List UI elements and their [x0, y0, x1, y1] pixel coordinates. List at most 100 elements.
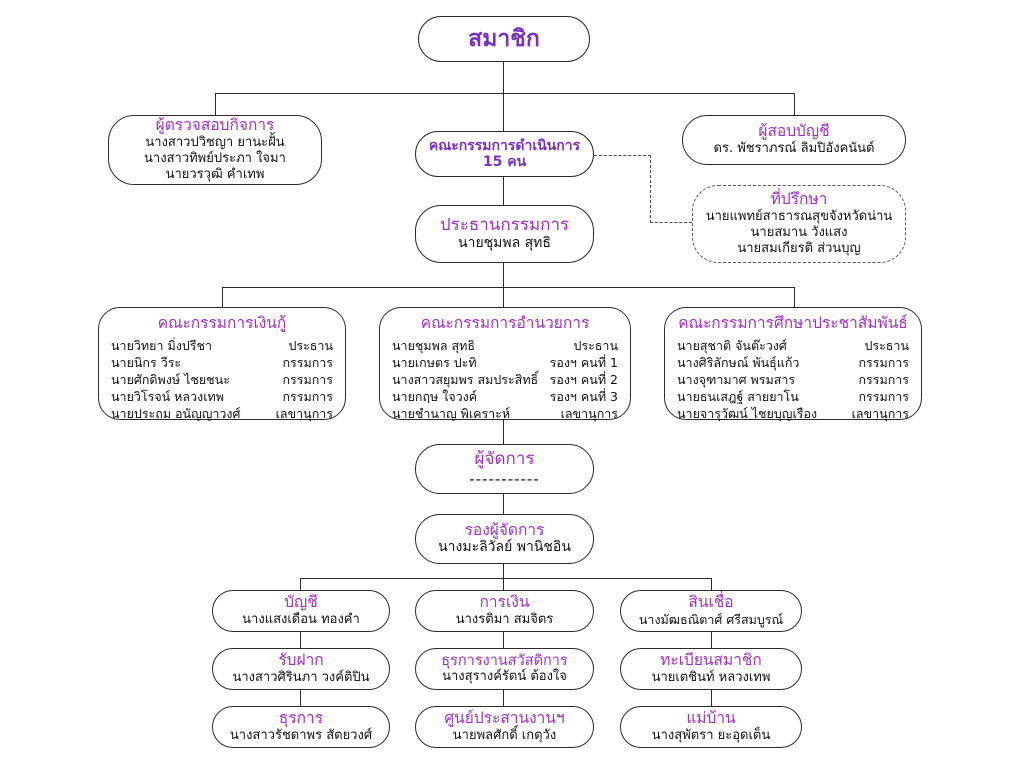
connector-deputy-down	[503, 564, 505, 578]
node-manager[interactable]: ผู้จัดการ -----------	[415, 444, 594, 494]
node-committee-loan[interactable]: คณะกรรมการเงินกู้ นายวิทยา มิ่งปรีชา ประ…	[98, 307, 346, 422]
committee-row: นายศักดิพงษ์ ไชยชนะ กรรมการ	[111, 371, 333, 388]
node-title: คณะกรรมการอำนวยการ	[420, 314, 590, 332]
connector-advisor-dashed-h1	[594, 155, 651, 156]
node-title: แม่บ้าน	[686, 709, 736, 728]
node-auditor-accountant[interactable]: ผู้สอบบัญชี ดร. พัชราภรณ์ ลิมปิอังคนันต์	[682, 115, 906, 165]
member-name: นายสุชาติ จันต๊ะวงศ์	[677, 337, 787, 353]
connector-committee-1-down	[222, 287, 224, 307]
node-board-of-directors[interactable]: คณะกรรมการดำเนินการ 15 คน	[415, 131, 594, 177]
committee-row: นายกฤษ ใจวงค์ รองฯ คนที่ 3	[392, 388, 618, 405]
node-title: ประธานกรรมการ	[439, 214, 570, 235]
connector-chairman-down	[503, 263, 505, 287]
node-count: 15 คน	[482, 154, 527, 170]
connector-accountant-down	[794, 93, 796, 115]
member-name: นายประถม อนัญญาวงศ์	[111, 406, 241, 422]
committee-rows: นายสุชาติ จันต๊ะวงศ์ ประธาน นางศิริลักษณ…	[677, 337, 909, 423]
member-name: นายนิกร วีระ	[111, 354, 182, 370]
connector-dept-col2-r1r2	[503, 632, 505, 649]
connector-committee-3-down	[794, 287, 796, 307]
member-name: นางสาวสยุมพร สมประสิทธิ์	[392, 372, 539, 388]
committee-row: นายจารุวัฒน์ ไชยบุญเรือง เลขานุการ	[677, 405, 909, 422]
committee-row: นายชุมพล สุทธิ ประธาน	[392, 337, 618, 354]
node-dept-accounting[interactable]: บัญชี นางแสงเดือน ทองคำ	[212, 590, 390, 632]
node-name: นางสาวรัชดาพร สัตยวงศ์	[229, 727, 373, 743]
connector-board-chairman	[503, 177, 505, 205]
member-name: นางจุฑามาศ พรมสาร	[677, 372, 796, 388]
connector-advisor-dashed-h2	[650, 222, 692, 223]
member-role: กรรมการ	[858, 372, 909, 388]
committee-row: นายประถม อนัญญาวงศ์ เลขานุการ	[111, 405, 333, 422]
node-title: สินเชื่อ	[688, 593, 734, 612]
connector-advisor-dashed-v	[650, 155, 651, 223]
node-auditor[interactable]: ผู้ตรวจสอบกิจการ นางสาวปวิชญา ยานะฝั้น น…	[108, 115, 322, 185]
committee-rows: นายชุมพล สุทธิ ประธาน นายเกษตร ปะทิ รองฯ…	[392, 337, 618, 423]
committee-row: นายเกษตร ปะทิ รองฯ คนที่ 1	[392, 354, 618, 371]
member-role: รองฯ คนที่ 2	[549, 372, 618, 388]
connector-dept-col1-r1r2	[300, 632, 302, 649]
member-name: นายกฤษ ใจวงค์	[392, 389, 478, 405]
node-committee-executive[interactable]: คณะกรรมการอำนวยการ นายชุมพล สุทธิ ประธาน…	[379, 307, 631, 423]
member-role: เลขานุการ	[560, 406, 618, 422]
node-root-members[interactable]: สมาชิก	[418, 16, 590, 62]
node-title: ผู้จัดการ	[474, 449, 535, 470]
member-name: นายจารุวัฒน์ ไชยบุญเรือง	[677, 406, 818, 422]
connector-dept-col3-down	[711, 578, 713, 590]
connector-auditor-down	[215, 93, 217, 115]
node-dept-deposits[interactable]: รับฝาก นางสาวศิรินภา วงค์ติปิน	[212, 648, 390, 690]
member-name: นายเกษตร ปะทิ	[392, 354, 477, 370]
node-title: รองผู้จัดการ	[464, 520, 545, 539]
member-role: ประธาน	[864, 337, 909, 353]
committee-row: นายสุชาติ จันต๊ะวงศ์ ประธาน	[677, 337, 909, 354]
connector-board-down	[503, 93, 505, 131]
committee-row: นางศิริลักษณ์ พันธุ์แก้ว กรรมการ	[677, 354, 909, 371]
node-member: นางสาวปวิชญา ยานะฝั้น	[145, 135, 285, 151]
node-title: สมาชิก	[468, 25, 540, 52]
node-title: คณะกรรมการดำเนินการ	[428, 137, 581, 154]
member-role: ประธาน	[288, 337, 333, 353]
member-name: นางศิริลักษณ์ พันธุ์แก้ว	[677, 354, 800, 370]
connector-committee-2-down	[503, 287, 505, 307]
connector-dept-col2-down	[503, 578, 505, 590]
node-name: นางสุรางค์รัตน์ ต้องใจ	[442, 669, 567, 685]
node-dept-housekeeping[interactable]: แม่บ้าน นางสุพัตรา ยะอุดเต็น	[620, 706, 802, 748]
connector-committee-bar	[222, 287, 795, 289]
node-dept-coordination-center[interactable]: ศูนย์ประสานงานฯ นายพลศักดิ์ เกตุวัง	[415, 706, 594, 748]
node-committee-education-pr[interactable]: คณะกรรมการศึกษาประชาสัมพันธ์ นายสุชาติ จ…	[664, 307, 922, 423]
node-dept-credit[interactable]: สินเชื่อ นางมัฒธณิตาศ์ ศรีสมบูรณ์	[620, 590, 802, 632]
node-advisor[interactable]: ที่ปรึกษา นายแพทย์สาธารณสุขจังหวัดน่าน น…	[692, 185, 906, 263]
node-title: ศูนย์ประสานงานฯ	[444, 709, 565, 728]
node-member: นายสมาน วังแสง	[750, 224, 848, 240]
node-title: ผู้สอบบัญชี	[758, 122, 830, 141]
connector-dept-col1-r2r3	[300, 690, 302, 707]
node-deputy-manager[interactable]: รองผู้จัดการ นางมะลิวัลย์ พานิชอิน	[415, 514, 594, 564]
committee-row: นายธนเสฎฐ์ สายยาโน กรรมการ	[677, 388, 909, 405]
node-dept-member-registry[interactable]: ทะเบียนสมาชิก นายเตชินท์ หลวงเทพ	[620, 648, 802, 690]
member-role: กรรมการ	[282, 354, 333, 370]
connector-committee-manager	[503, 420, 505, 444]
node-name: นางสุพัตรา ยะอุดเต็น	[651, 727, 771, 743]
node-title: คณะกรรมการศึกษาประชาสัมพันธ์	[678, 314, 908, 332]
node-title: ที่ปรึกษา	[770, 190, 828, 209]
committee-row: นางจุฑามาศ พรมสาร กรรมการ	[677, 371, 909, 388]
node-dept-finance[interactable]: การเงิน นางรติมา สมจิตร	[415, 590, 594, 632]
member-role: กรรมการ	[858, 354, 909, 370]
node-dept-welfare-admin[interactable]: ธุรการงานสวัสดิการ นางสุรางค์รัตน์ ต้องใ…	[415, 648, 594, 690]
node-title: คณะกรรมการเงินกู้	[157, 314, 287, 332]
node-title: ทะเบียนสมาชิก	[660, 651, 762, 670]
member-name: นายวิทยา มิ่งปรีชา	[111, 337, 212, 353]
member-role: รองฯ คนที่ 1	[549, 354, 618, 370]
node-member: นายวรวุฒิ คำเทพ	[165, 166, 265, 182]
node-name: นายพลศักดิ์ เกตุวัง	[452, 727, 557, 743]
committee-row: นายวิโรจน์ หลวงเทพ กรรมการ	[111, 388, 333, 405]
node-title: ธุรการงานสวัสดิการ	[441, 652, 568, 669]
node-chairman[interactable]: ประธานกรรมการ นายชุมพล สุทธิ	[415, 205, 594, 263]
member-name: นายศักดิพงษ์ ไชยชนะ	[111, 372, 230, 388]
node-dept-administration[interactable]: ธุรการ นางสาวรัชดาพร สัตยวงศ์	[212, 706, 390, 748]
node-name: นายเตชินท์ หลวงเทพ	[651, 669, 771, 685]
committee-row: นายวิทยา มิ่งปรีชา ประธาน	[111, 337, 333, 354]
connector-manager-deputy	[503, 494, 505, 514]
node-title: การเงิน	[479, 593, 530, 612]
member-role: ประธาน	[573, 337, 618, 353]
